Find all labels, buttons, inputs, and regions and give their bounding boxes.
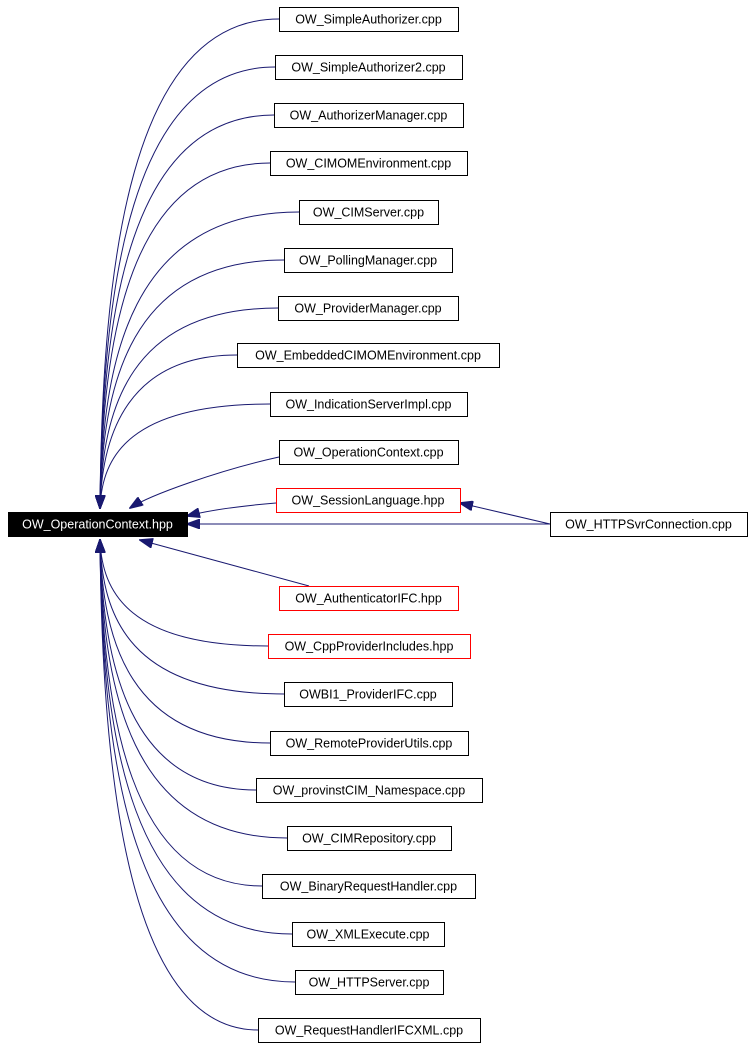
- node-n12[interactable]: OW_HTTPSvrConnection.cpp: [550, 512, 748, 537]
- node-n11[interactable]: OW_SessionLanguage.hpp: [276, 488, 461, 513]
- node-n7[interactable]: OW_ProviderManager.cpp: [278, 296, 459, 321]
- node-n19[interactable]: OW_BinaryRequestHandler.cpp: [262, 874, 476, 899]
- node-label: OW_CIMRepository.cpp: [302, 832, 436, 846]
- node-n3[interactable]: OW_AuthorizerManager.cpp: [274, 103, 464, 128]
- node-box: [299, 200, 439, 225]
- node-n6[interactable]: OW_PollingManager.cpp: [284, 248, 453, 273]
- node-label: OW_provinstCIM_Namespace.cpp: [273, 784, 465, 798]
- node-box: [270, 731, 469, 756]
- node-n10[interactable]: OW_OperationContext.cpp: [279, 440, 459, 465]
- node-n20[interactable]: OW_XMLExecute.cpp: [292, 922, 445, 947]
- node-label: OW_EmbeddedCIMOMEnvironment.cpp: [255, 349, 481, 363]
- node-box: [270, 392, 468, 417]
- node-box: [292, 922, 445, 947]
- node-n15[interactable]: OWBI1_ProviderIFC.cpp: [284, 682, 453, 707]
- node-label: OW_AuthorizerManager.cpp: [290, 109, 448, 123]
- node-n16[interactable]: OW_RemoteProviderUtils.cpp: [270, 731, 469, 756]
- node-box: [258, 1018, 481, 1043]
- node-box: [262, 874, 476, 899]
- node-label: OW_CIMServer.cpp: [313, 206, 424, 220]
- edge-n3-to-root: [100, 114, 275, 508]
- node-label: OW_HTTPServer.cpp: [309, 976, 430, 990]
- node-n8[interactable]: OW_EmbeddedCIMOMEnvironment.cpp: [237, 343, 500, 368]
- nodes-layer: OW_OperationContext.hpp OW_SimpleAuthoriz…: [8, 7, 748, 1043]
- node-label: OW_HTTPSvrConnection.cpp: [565, 518, 732, 532]
- root-node[interactable]: OW_OperationContext.hpp: [8, 512, 188, 537]
- node-label: OW_SimpleAuthorizer2.cpp: [291, 61, 445, 75]
- edge-n9-to-root: [100, 403, 271, 508]
- node-label: OW_BinaryRequestHandler.cpp: [280, 880, 457, 894]
- edge-n4-to-root: [100, 162, 271, 508]
- edge-n20-to-root: [100, 540, 293, 935]
- node-box: [276, 488, 461, 513]
- node-box: [279, 7, 459, 32]
- node-label: OW_CppProviderIncludes.hpp: [285, 640, 454, 654]
- node-n21[interactable]: OW_HTTPServer.cpp: [295, 970, 444, 995]
- node-box: [274, 103, 464, 128]
- node-label: OW_AuthenticatorIFC.hpp: [295, 592, 442, 606]
- edge-n17-to-root: [100, 540, 257, 791]
- edge-n18-to-root: [100, 540, 288, 839]
- edge-n12-to-n11: [460, 503, 551, 525]
- node-label: OW_CIMOMEnvironment.cpp: [286, 157, 451, 171]
- node-box: [284, 682, 453, 707]
- node-box: [237, 343, 500, 368]
- node-box: [295, 970, 444, 995]
- node-box: [8, 512, 188, 537]
- node-box: [279, 586, 459, 611]
- node-box: [279, 440, 459, 465]
- edge-n8-to-root: [100, 354, 238, 508]
- node-label: OW_ProviderManager.cpp: [294, 302, 441, 316]
- node-box: [550, 512, 748, 537]
- node-box: [278, 296, 459, 321]
- edge-n7-to-root: [100, 307, 279, 508]
- node-box: [275, 55, 463, 80]
- node-n14[interactable]: OW_CppProviderIncludes.hpp: [268, 634, 471, 659]
- node-n5[interactable]: OW_CIMServer.cpp: [299, 200, 439, 225]
- node-n1[interactable]: OW_SimpleAuthorizer.cpp: [279, 7, 459, 32]
- node-box: [256, 778, 483, 803]
- node-label: OW_IndicationServerImpl.cpp: [285, 398, 451, 412]
- edge-n1-to-root: [100, 18, 280, 508]
- edge-n14-to-root: [100, 540, 269, 647]
- node-n4[interactable]: OW_CIMOMEnvironment.cpp: [270, 151, 468, 176]
- node-n22[interactable]: OW_RequestHandlerIFCXML.cpp: [258, 1018, 481, 1043]
- node-n17[interactable]: OW_provinstCIM_Namespace.cpp: [256, 778, 483, 803]
- node-box: [284, 248, 453, 273]
- edge-n2-to-root: [100, 66, 276, 508]
- node-label: OW_OperationContext.cpp: [293, 446, 443, 460]
- edge-n11-to-root: [187, 502, 277, 516]
- edge-n13-to-root: [140, 540, 310, 587]
- node-label: OW_XMLExecute.cpp: [307, 928, 430, 942]
- node-box: [268, 634, 471, 659]
- edge-n21-to-root: [100, 540, 296, 983]
- node-box: [270, 151, 468, 176]
- edge-n19-to-root: [100, 540, 263, 887]
- node-label: OW_OperationContext.hpp: [22, 518, 173, 532]
- edge-n5-to-root: [100, 211, 300, 508]
- node-label: OW_RemoteProviderUtils.cpp: [286, 737, 453, 751]
- edge-n22-to-root: [100, 540, 259, 1031]
- node-n13[interactable]: OW_AuthenticatorIFC.hpp: [279, 586, 459, 611]
- node-box: [287, 826, 452, 851]
- edge-n10-to-root: [130, 456, 280, 508]
- node-label: OW_SessionLanguage.hpp: [292, 494, 445, 508]
- node-label: OW_RequestHandlerIFCXML.cpp: [275, 1024, 463, 1038]
- edge-n16-to-root: [100, 540, 271, 744]
- edge-n15-to-root: [100, 540, 285, 695]
- node-label: OW_PollingManager.cpp: [299, 254, 437, 268]
- node-label: OW_SimpleAuthorizer.cpp: [295, 13, 442, 27]
- node-label: OWBI1_ProviderIFC.cpp: [299, 688, 437, 702]
- edges-layer: [100, 18, 551, 1031]
- node-n2[interactable]: OW_SimpleAuthorizer2.cpp: [275, 55, 463, 80]
- node-n9[interactable]: OW_IndicationServerImpl.cpp: [270, 392, 468, 417]
- node-n18[interactable]: OW_CIMRepository.cpp: [287, 826, 452, 851]
- edge-n6-to-root: [100, 259, 285, 508]
